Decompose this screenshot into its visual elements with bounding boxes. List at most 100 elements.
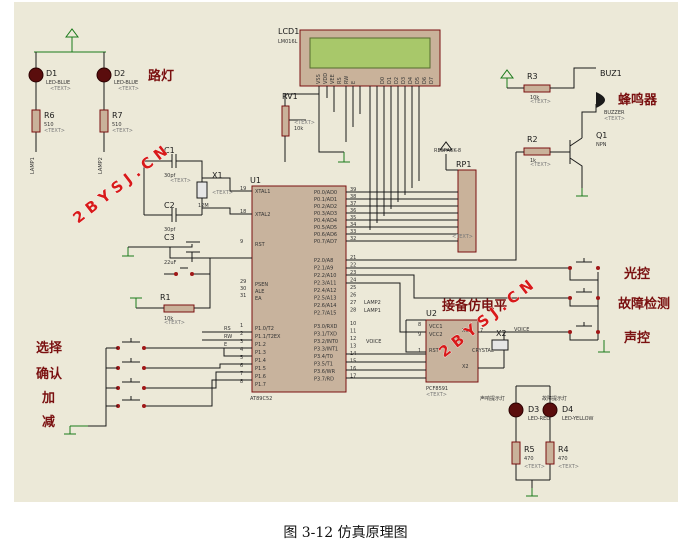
rp1-ref: RP1 xyxy=(456,160,471,169)
r4-body xyxy=(545,441,555,465)
u1-pin-num: 12 xyxy=(350,336,356,342)
u1-pin-label: P3.7/RD xyxy=(314,377,334,383)
text-placeholder: <TEXT> xyxy=(212,190,233,196)
u1-pin-num: 4 xyxy=(240,347,243,353)
switch-contact xyxy=(142,366,146,370)
fault-detect-label: 故障检测 xyxy=(618,296,670,312)
u1-pin-label: ALE xyxy=(255,289,264,295)
q1-ref: Q1 xyxy=(596,131,607,140)
x2-crystal xyxy=(491,339,509,351)
text-placeholder: <TEXT> xyxy=(426,392,447,398)
d4-led xyxy=(542,402,558,418)
u1-pin-label: P2.0/A8 xyxy=(314,258,333,264)
u1-pin-num: 7 xyxy=(240,371,243,377)
lcd-pin-d3: D3 xyxy=(401,77,407,84)
r3-val: 10k xyxy=(530,95,539,101)
r5-ref: R5 xyxy=(524,445,535,454)
switch-contact xyxy=(142,404,146,408)
u1-pin-num: 33 xyxy=(350,229,356,235)
lcd-pin-vss: VSS xyxy=(316,74,322,84)
sw-right-contacts xyxy=(568,258,600,334)
c2-val: 30pf xyxy=(164,227,176,233)
u1-pin-label: P1.7 xyxy=(255,382,266,388)
u2-pin-label: VCC2 xyxy=(429,332,443,338)
text-placeholder: <TEXT> xyxy=(170,178,191,184)
d1-ref: D1 xyxy=(46,69,57,78)
u1-pin-label: XTAL1 xyxy=(255,189,270,195)
u1-pin-num: 23 xyxy=(350,270,356,276)
u1-pin-label: P1.5 xyxy=(255,366,266,372)
add-label: 加 xyxy=(41,391,55,406)
lcd-pin-vee: VEE xyxy=(330,74,336,84)
text-placeholder: <TEXT> xyxy=(604,116,625,122)
u1-pin-label: P2.1/A9 xyxy=(314,266,333,272)
u1-pin-num: 39 xyxy=(350,187,356,193)
u2-pin-num: 1 xyxy=(418,348,421,354)
buz-body xyxy=(596,92,605,108)
lcd-pin-d1: D1 xyxy=(387,77,393,84)
rp1-body xyxy=(457,169,477,253)
figure-caption: 图 3-12 仿真原理图 xyxy=(283,525,408,541)
u1-pin-num: 8 xyxy=(240,379,243,385)
r4-val: 470 xyxy=(558,456,568,462)
u1-pin-num: 28 xyxy=(350,308,356,314)
r2-body xyxy=(523,147,551,156)
lamp2-net: LAMP2 xyxy=(98,157,104,174)
u1-pin-num: 34 xyxy=(350,222,356,228)
u1-pin-num: 19 xyxy=(240,186,246,192)
voice-net-u2: VOICE xyxy=(514,327,529,333)
switch-lever xyxy=(122,358,140,363)
u1-pin-label: P0.4/AD4 xyxy=(314,218,337,224)
u1-pin-num: 10 xyxy=(350,321,356,327)
u1-pin-num: 3 xyxy=(240,339,243,345)
d4-model: LED-YELLOW xyxy=(562,416,594,422)
d1-led xyxy=(28,67,44,83)
buzzer-label: 蜂鸣器 xyxy=(618,92,658,108)
u1-pin-label: P3.0/RXD xyxy=(314,324,338,330)
ctrl-rw: RW xyxy=(224,334,232,340)
text-placeholder: <TEXT> xyxy=(452,234,473,240)
u1-left-pins: XTAL119XTAL218RST9PSEN29ALE30EA31P1.0/T2… xyxy=(240,186,281,388)
u1-pin-num: 2 xyxy=(240,331,243,337)
adc-label: 接备仿电平 xyxy=(442,298,507,314)
lcd-pin-d0: D0 xyxy=(380,77,386,84)
u1-pin-label: RST xyxy=(255,242,266,248)
u1-pin-label: P2.6/A14 xyxy=(314,303,336,309)
r7-body xyxy=(99,109,109,133)
u1-pin-label: PSEN xyxy=(255,282,268,288)
indicator-leds: D3 LED-RED D4 LED-YELLOW 声响提示灯 故障提示灯 R5 … xyxy=(480,385,594,497)
u1-pin-num: 13 xyxy=(350,344,356,350)
r1-val: 10k xyxy=(164,316,173,322)
voice-net-u1: VOICE xyxy=(366,339,381,345)
u1-model: AT89C52 xyxy=(250,396,272,402)
u2-pin-num: 9 xyxy=(418,332,421,338)
u2-ref: U2 xyxy=(426,309,437,318)
d2-model: LED-BLUE xyxy=(114,80,138,86)
u1-pin-num: 21 xyxy=(350,255,356,261)
u1-pin-num: 24 xyxy=(350,278,356,284)
r1-ref: R1 xyxy=(160,293,171,302)
x2-ref: X2 xyxy=(496,329,507,338)
rp1-pack: RP1 RESPACK-8 xyxy=(346,141,477,253)
buz-model: BUZZER xyxy=(604,110,625,116)
u1-pin-num: 6 xyxy=(240,363,243,369)
c1-val: 30pf xyxy=(164,173,176,179)
buzzer-circuit: R3 10k R2 1k BUZ1 BUZZER Q1 NPN 蜂鸣器 xyxy=(346,67,658,261)
u1-pin-num: 30 xyxy=(240,286,246,292)
u1-pin-label: P3.6/WR xyxy=(314,369,336,375)
d4-note: 故障提示灯 xyxy=(542,395,567,402)
rv1-ref: RV1 xyxy=(282,92,298,101)
r3-ref: R3 xyxy=(527,72,538,81)
u1-pin-num: 11 xyxy=(350,329,356,335)
lcd-pin-d2: D2 xyxy=(394,77,400,84)
u1-pin-num: 27 xyxy=(350,300,356,306)
switch-lever xyxy=(576,322,592,327)
c1-ref: C1 xyxy=(164,146,175,155)
u1-pin-num: 17 xyxy=(350,374,356,380)
r4-ref: R4 xyxy=(558,445,569,454)
u1-pin-num: 32 xyxy=(350,236,356,242)
switch-contact xyxy=(596,296,600,300)
u1-pin-num: 5 xyxy=(240,355,243,361)
